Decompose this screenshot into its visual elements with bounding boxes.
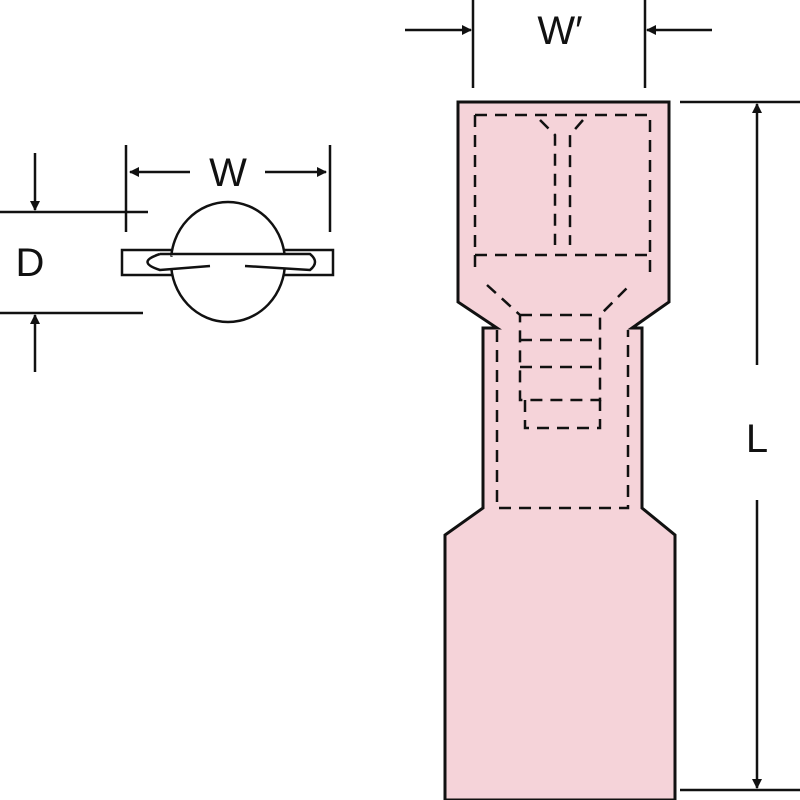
d-label: D [16,241,45,285]
terminal-body [443,100,677,800]
hidden-lines [473,113,652,510]
w-prime-label: W′ [537,9,582,53]
end-view [0,145,335,372]
tab-fold [146,252,317,272]
w-prime-dimension [405,0,712,88]
terminal-side-view [443,100,677,800]
w-label: W [209,151,247,195]
l-label: L [746,417,768,461]
l-dimension [680,100,800,792]
